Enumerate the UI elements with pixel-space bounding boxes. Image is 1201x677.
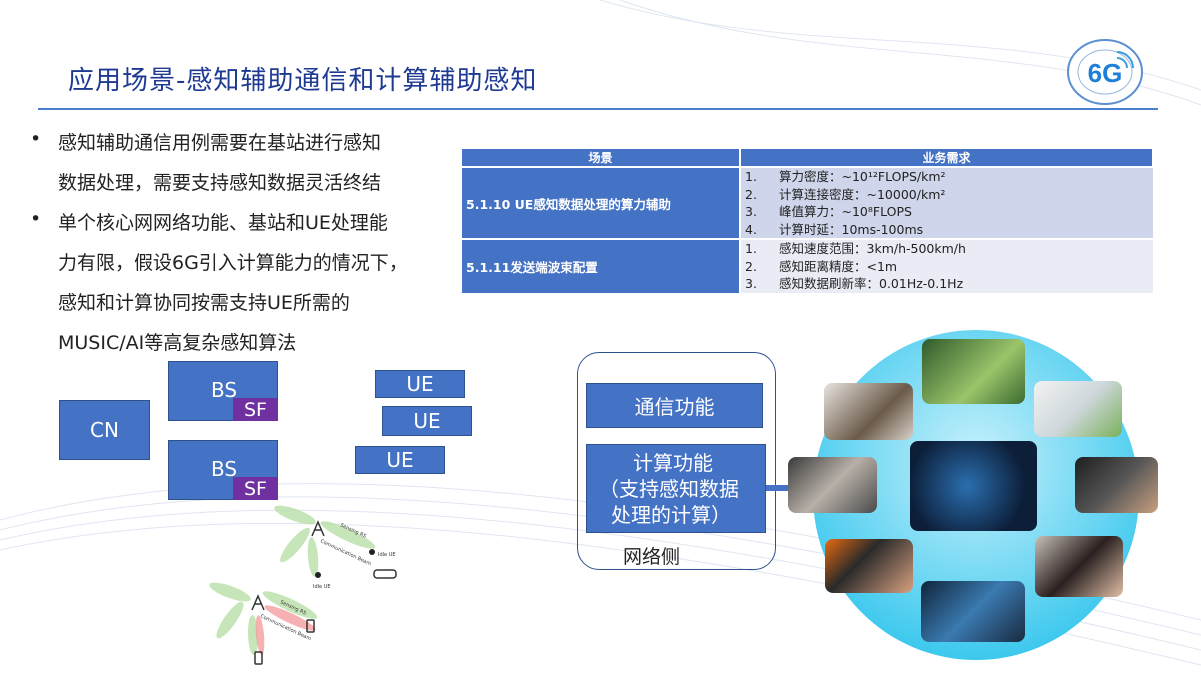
ue-box: UE xyxy=(382,406,472,436)
bullet-dot: • xyxy=(30,128,42,150)
table-row: 5.1.10 UE感知数据处理的算力辅助 1.算力密度：~10¹²FLOPS/k… xyxy=(462,167,1153,240)
network-side-label: 网络侧 xyxy=(623,546,681,568)
bullet-2-line-2: 力有限，假设6G引入计算能力的情况下， xyxy=(58,252,408,274)
bullet-2-line-3: 感知和计算协同按需支持UE所需的 xyxy=(58,292,350,314)
ue-box: UE xyxy=(355,446,445,474)
header-scene: 场景 xyxy=(462,149,741,168)
smartwatch-photo xyxy=(1075,457,1158,513)
scene-cell: 5.1.10 UE感知数据处理的算力辅助 xyxy=(462,167,741,240)
table-header-row: 场景业务需求 xyxy=(462,149,1154,168)
imt2030-logo: 6G xyxy=(1067,39,1143,105)
sf-box: SF xyxy=(233,398,278,421)
smart-glasses-photo xyxy=(921,581,1025,642)
title-divider xyxy=(38,108,1158,110)
compute-line: 计算功能 xyxy=(633,450,713,475)
bullet-dot: • xyxy=(30,208,42,230)
network-side-container xyxy=(577,352,776,570)
bullet-1-line-2: 数据处理，需要支持感知数据灵活终结 xyxy=(58,172,382,194)
requirements-cell: 1.算力密度：~10¹²FLOPS/km² 2.计算连接密度：~10000/km… xyxy=(740,167,1153,240)
table-row: 5.1.11发送端波束配置 1.感知速度范围：3km/h-500km/h 2.感… xyxy=(462,239,1153,295)
requirements-cell: 1.感知速度范围：3km/h-500km/h 2.感知距离精度：<1m 3.感知… xyxy=(740,239,1153,295)
ue-box: UE xyxy=(375,370,465,398)
scene-cell: 5.1.11发送端波束配置 xyxy=(462,239,741,295)
compute-line: 处理的计算） xyxy=(611,502,731,527)
svg-text:Idle UE: Idle UE xyxy=(313,584,331,590)
smart-room-photo xyxy=(788,457,877,513)
requirements-table: 场景业务需求 5.1.10 UE感知数据处理的算力辅助 1.算力密度：~10¹²… xyxy=(462,149,1154,295)
page-title: 应用场景-感知辅助通信和计算辅助感知 xyxy=(68,66,538,96)
compute-line: （支持感知数据 xyxy=(599,476,739,501)
bullet-2-line-4: MUSIC/AI等高复杂感知算法 xyxy=(58,332,297,354)
motion-gaming-photo xyxy=(1034,381,1122,437)
compute-function-box: 计算功能 （支持感知数据 处理的计算） xyxy=(586,444,766,533)
sensing-beam-illustration: Sensing RS Communication Beam Idle UE Id… xyxy=(209,505,397,665)
cn-box: CN xyxy=(59,400,150,460)
bullet-2-line-1: 单个核心网网络功能、基站和UE处理能 xyxy=(58,212,388,234)
sf-box: SF xyxy=(233,477,278,500)
svg-text:6G: 6G xyxy=(1088,58,1123,88)
fitness-band-photo xyxy=(825,539,913,593)
svg-text:Idle UE: Idle UE xyxy=(378,552,396,558)
network-hand-photo xyxy=(910,441,1037,531)
communication-function-box: 通信功能 xyxy=(586,383,763,428)
header-requirements: 业务需求 xyxy=(740,149,1154,168)
bullet-1-line-1: 感知辅助通信用例需要在基站进行感知 xyxy=(58,132,382,154)
vr-headset-photo xyxy=(922,339,1025,404)
ar-meeting-photo xyxy=(824,383,913,440)
earbuds-photo xyxy=(1035,536,1123,597)
